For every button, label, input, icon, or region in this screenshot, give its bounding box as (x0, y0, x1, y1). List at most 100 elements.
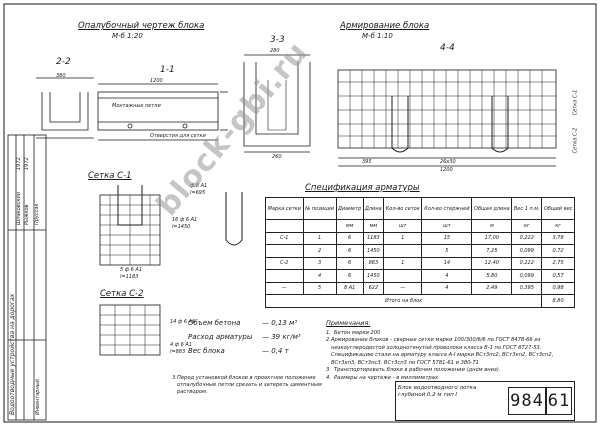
spec-cell: 4 (302, 269, 337, 283)
spec-cell: 7,25 (471, 244, 513, 258)
spec-unit (265, 219, 304, 233)
stamp-name: Пруссак (34, 203, 40, 225)
mesh-c1-side-label: Сетка С-1 (572, 89, 579, 116)
section-3-3-label: 3-3 (270, 35, 285, 45)
spec-cell: 0,57 (541, 269, 575, 283)
spec-cell: 1450 (362, 269, 385, 283)
sheet-number: 61 (546, 387, 572, 415)
spec-cell: 2,75 (541, 256, 575, 270)
spec-cell: 5 (302, 281, 337, 295)
steel-rate-value: — 39 кг/м³ (262, 333, 301, 341)
notes-title: Примечания: (326, 319, 371, 327)
spec-header: Марка сетки (265, 197, 304, 220)
concrete-volume-value: — 0,13 м³ (262, 319, 298, 327)
spec-cell (383, 244, 423, 258)
spec-cell: 1 (383, 256, 423, 270)
block-weight-label: Вес блока (188, 347, 225, 355)
l1183-label: l=1183 (120, 274, 139, 280)
section-1-1-label: 1-1 (160, 65, 175, 75)
title-block (395, 381, 575, 421)
reinforcement-scale: М-б 1:10 (362, 32, 393, 40)
spec-cell: 0,222 (511, 231, 543, 245)
spec-cell: 2 (302, 244, 337, 258)
mesh-c1-heading: Сетка С-1 (88, 171, 132, 181)
section-4-4-shape (337, 69, 557, 149)
spec-units-row: мм мм шт шт м кг кг (265, 219, 575, 233)
table-row: 2 6 1450 5 7,25 0,099 0,72 (265, 244, 575, 258)
spec-unit: м (471, 219, 513, 233)
note-text: Армирование блоков - сварные сетки марки… (330, 337, 554, 366)
spec-cell: 622 (362, 281, 385, 295)
note-text: Бетон марки 200 (334, 329, 381, 336)
spec-cell: 17,00 (471, 231, 513, 245)
l1450-label: l=1450 (172, 224, 191, 230)
spec-unit: мм (335, 219, 364, 233)
bottom-note: 3. Перед установкой блоков в проектное п… (172, 375, 322, 396)
dim-395: 395 (362, 159, 372, 165)
spec-unit: кг (511, 219, 543, 233)
spec-cell: 0,099 (511, 269, 543, 283)
spec-cell: С-1 (265, 231, 304, 245)
spec-total-row: Итого на блок 8,80 (264, 294, 575, 308)
spec-cell: 0,099 (511, 244, 543, 258)
spec-cell: 5 (421, 244, 473, 258)
reinforcement-heading: Армирование блока (340, 21, 430, 31)
spec-header: Вес 1 п.м. (511, 197, 543, 220)
pos-5-label: 5 ф 6 А1 (120, 267, 143, 273)
note-item: 1. Бетон марки 200 (326, 330, 576, 338)
note-text: Размеры на чертеже - в миллиметрах. (334, 374, 440, 381)
spec-cell: 0,72 (541, 244, 575, 258)
spec-cell: 1 (302, 231, 337, 245)
spec-cell: 3 (302, 256, 337, 270)
section-2-2-label: 2-2 (56, 57, 71, 67)
stamp-name: Шпаковский (16, 192, 22, 225)
dim-380: 380 (56, 73, 66, 79)
dim-1200: 1200 (150, 78, 163, 84)
section-1-1-shape (97, 91, 219, 131)
note-item: 3. Транспортировать блоки в рабочем поло… (326, 367, 576, 375)
spec-unit: кг (541, 219, 575, 233)
table-row: С-2 3 6 883 1 14 12,40 0,222 2,75 (265, 256, 575, 270)
formwork-heading: Опалубочный чертеж блока (78, 21, 205, 31)
spec-cell: 5,80 (471, 269, 513, 283)
pos-4-label: 4 ф 6 А1 (170, 342, 193, 348)
spec-total-label: Итого на блок (264, 294, 543, 308)
spec-cell: — (265, 281, 304, 295)
table-row: — 5 8 А1 622 — 4 2,49 0,395 0,98 (265, 281, 575, 295)
note-item: 2. Армирование блоков - сварные сетки ма… (326, 337, 576, 367)
spec-cell: 3,78 (541, 231, 575, 245)
spec-cell: 4 (421, 281, 473, 295)
spec-cell: 1183 (362, 231, 385, 245)
note-num: 2. (326, 337, 331, 343)
stamp-vertical-title: Водоотводные устройства на дорогах (9, 293, 16, 415)
spec-header: Длина (362, 197, 385, 220)
spec-cell: 14 (421, 256, 473, 270)
spec-unit: шт (421, 219, 473, 233)
note-num: 4. (326, 374, 331, 381)
spec-cell: 6 (335, 244, 364, 258)
mesh-c2-side-label: Сетка С-2 (572, 127, 579, 154)
l695-label: l=695 (190, 190, 206, 196)
concrete-volume-label: Объем бетона (188, 319, 241, 327)
spec-header: Диаметр (335, 197, 364, 220)
spec-cell: 8 А1 (335, 281, 364, 295)
title-block-name: Блок водоотводного лотка глубиной 0,2 м … (398, 385, 477, 398)
spec-cell: С-2 (265, 256, 304, 270)
spec-cell (265, 244, 304, 258)
dim-1200b: 1200 (440, 167, 453, 173)
notes-block: Примечания: 1. Бетон марки 200 2. Армиро… (326, 319, 576, 382)
phi8-label: ф 8 А1 (190, 183, 208, 189)
dim-260: 260 (272, 154, 282, 160)
sheet-code: 984 (508, 387, 546, 415)
spec-cell (383, 269, 423, 283)
note-num: 3. (326, 367, 331, 373)
spec-cell: 6 (335, 256, 364, 270)
dim-280: 280 (270, 48, 280, 54)
spec-cell: — (383, 281, 423, 295)
section-4-4-label: 4-4 (440, 43, 455, 53)
pos-16-label: 16 ф 6 А1 (172, 217, 198, 223)
spec-header: Общий вес (541, 197, 575, 220)
spec-header: Кол-во стержней (421, 197, 473, 220)
